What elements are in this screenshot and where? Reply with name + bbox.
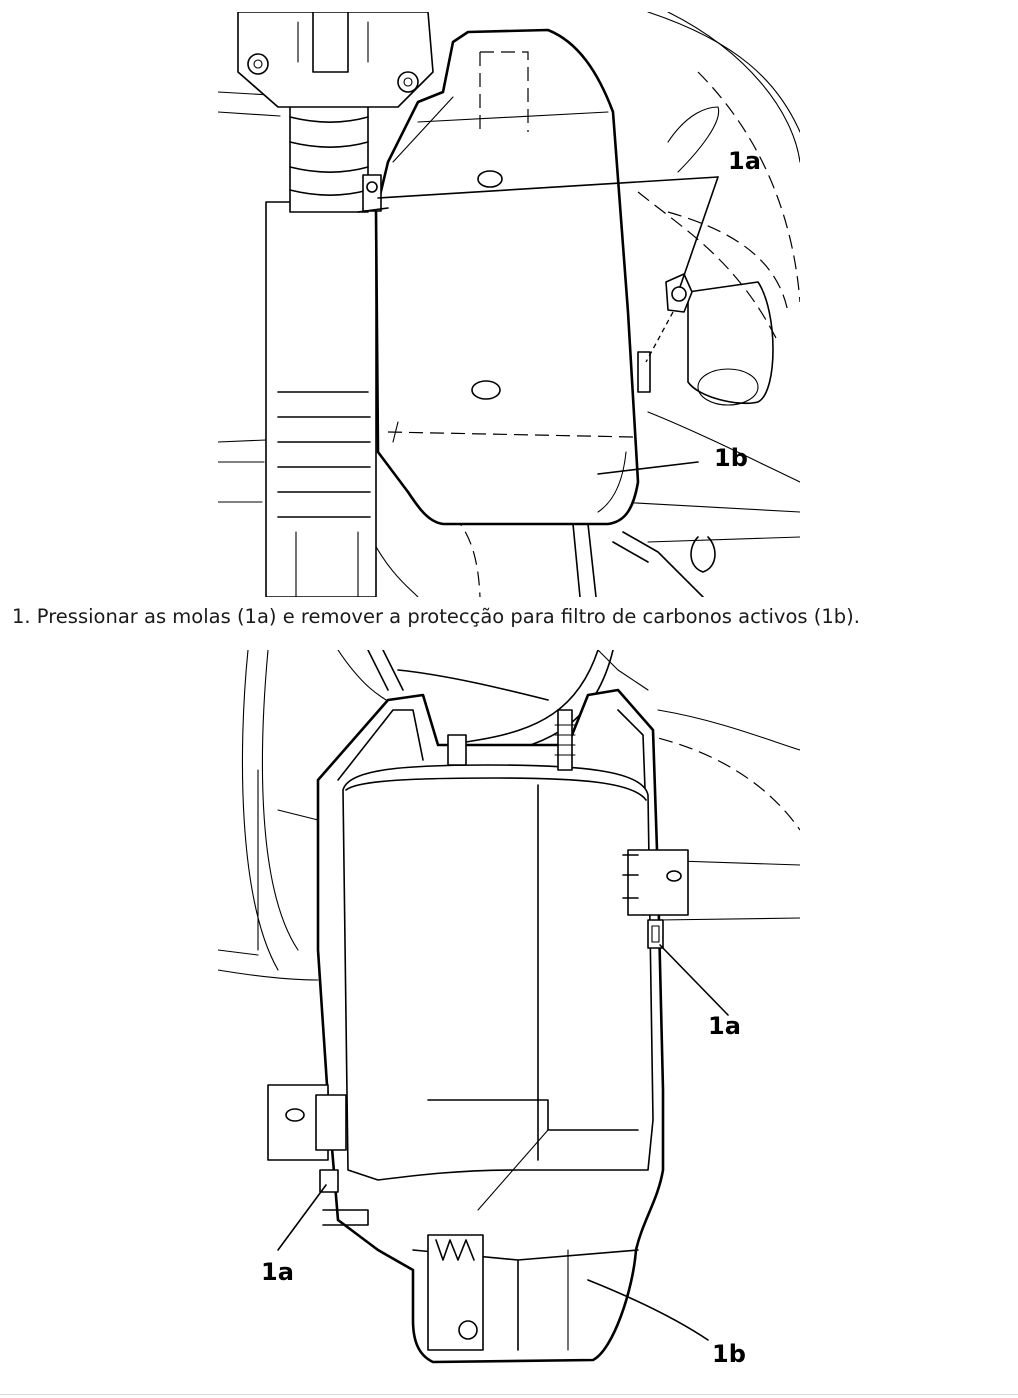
bracket-left [267, 1084, 369, 1226]
bottom-connector [427, 1234, 484, 1351]
background-lines [218, 12, 800, 597]
figure-1-protective-cover: 1a 1b [218, 12, 800, 597]
hoses [572, 523, 716, 597]
leader-lines [277, 944, 729, 1341]
callout-1a-top: 1a [728, 147, 761, 175]
spring-clip-left [357, 174, 389, 213]
callout-1a-left: 1a [261, 1258, 294, 1286]
top-mount [237, 12, 434, 108]
spring-clip-right [637, 273, 693, 393]
bottom-divider [0, 1394, 1018, 1395]
pipe-elbow [667, 106, 789, 406]
instruction-caption: 1. Pressionar as molas (1a) e remover a … [12, 605, 860, 628]
figure-1-drawing: 1a 1b [218, 12, 800, 597]
filter-housing [316, 688, 665, 1364]
figure-2-drawing: 1a 1a 1b [218, 650, 800, 1368]
callout-1b: 1b [714, 444, 748, 472]
figure-2-carbon-filter: 1a 1a 1b [218, 650, 800, 1380]
carbon-filter-cover [374, 28, 640, 526]
callout-1a-right: 1a [708, 1012, 741, 1040]
bracket-right [622, 849, 689, 949]
shock-absorber [265, 91, 377, 597]
top-posts [447, 709, 576, 771]
leader-lines [377, 176, 719, 475]
callout-1b: 1b [712, 1340, 746, 1368]
